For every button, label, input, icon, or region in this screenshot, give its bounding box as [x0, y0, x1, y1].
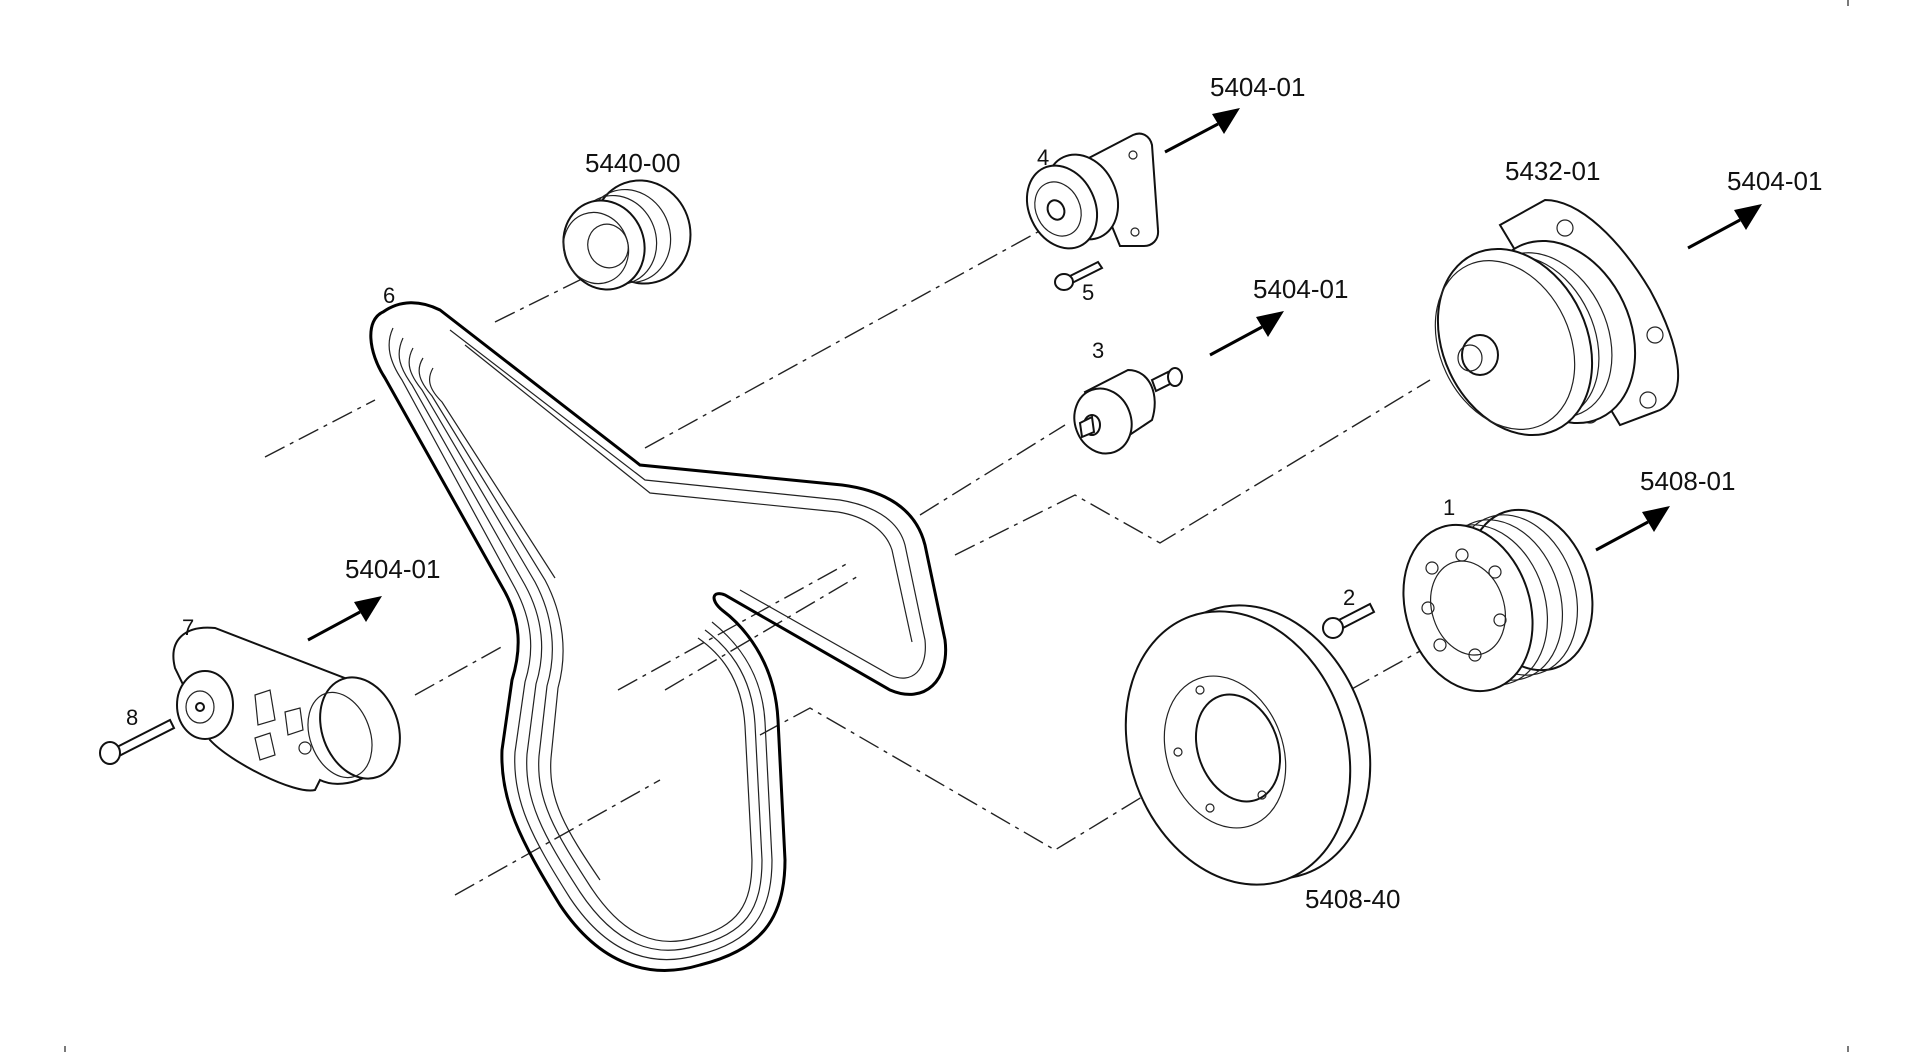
hub-pulley [1402, 508, 1594, 693]
label-part-5: 5 [1082, 280, 1094, 305]
idler-with-bracket [1026, 132, 1160, 250]
arrow-small-idler [1209, 311, 1284, 357]
vibration-damper [1124, 604, 1372, 886]
label-damper-ref: 5408-40 [1305, 884, 1400, 914]
label-water-pump-ref: 5432-01 [1505, 156, 1600, 186]
label-part-7: 7 [182, 615, 194, 640]
label-idler-small-ref: 5404-01 [1253, 274, 1348, 304]
label-part-8: 8 [126, 705, 138, 730]
label-part-1: 1 [1443, 495, 1455, 520]
label-part-4: 4 [1037, 145, 1049, 170]
arrow-water-pump [1687, 204, 1762, 250]
bolt-part-2 [1322, 602, 1376, 639]
bolt-part-8 [99, 718, 176, 765]
corner-marks [64, 0, 1849, 1052]
label-part-2: 2 [1343, 585, 1355, 610]
label-part-3: 3 [1092, 338, 1104, 363]
label-part-6: 6 [383, 283, 395, 308]
label-water-pump-arrow-ref: 5404-01 [1727, 166, 1822, 196]
labels: 5440-00 5404-01 5432-01 5404-01 5404-01 … [126, 72, 1822, 914]
serpentine-belt [369, 301, 948, 972]
arrow-top-right [1164, 108, 1240, 154]
label-tensioner-top-ref: 5404-01 [1210, 72, 1305, 102]
arrow-tensioner-left [307, 596, 382, 642]
idler-pulley-grooved [562, 179, 692, 291]
belt-tensioner [172, 626, 401, 792]
bolt-part-5 [1054, 260, 1104, 291]
label-idler-ref-top: 5440-00 [585, 148, 680, 178]
small-idler-roller [1073, 367, 1183, 455]
arrow-hub-pulley [1595, 506, 1670, 552]
label-hub-pulley-ref: 5408-01 [1640, 466, 1735, 496]
water-pump [1434, 198, 1680, 437]
reference-arrows [307, 108, 1762, 642]
label-tensioner-left-ref: 5404-01 [345, 554, 440, 584]
